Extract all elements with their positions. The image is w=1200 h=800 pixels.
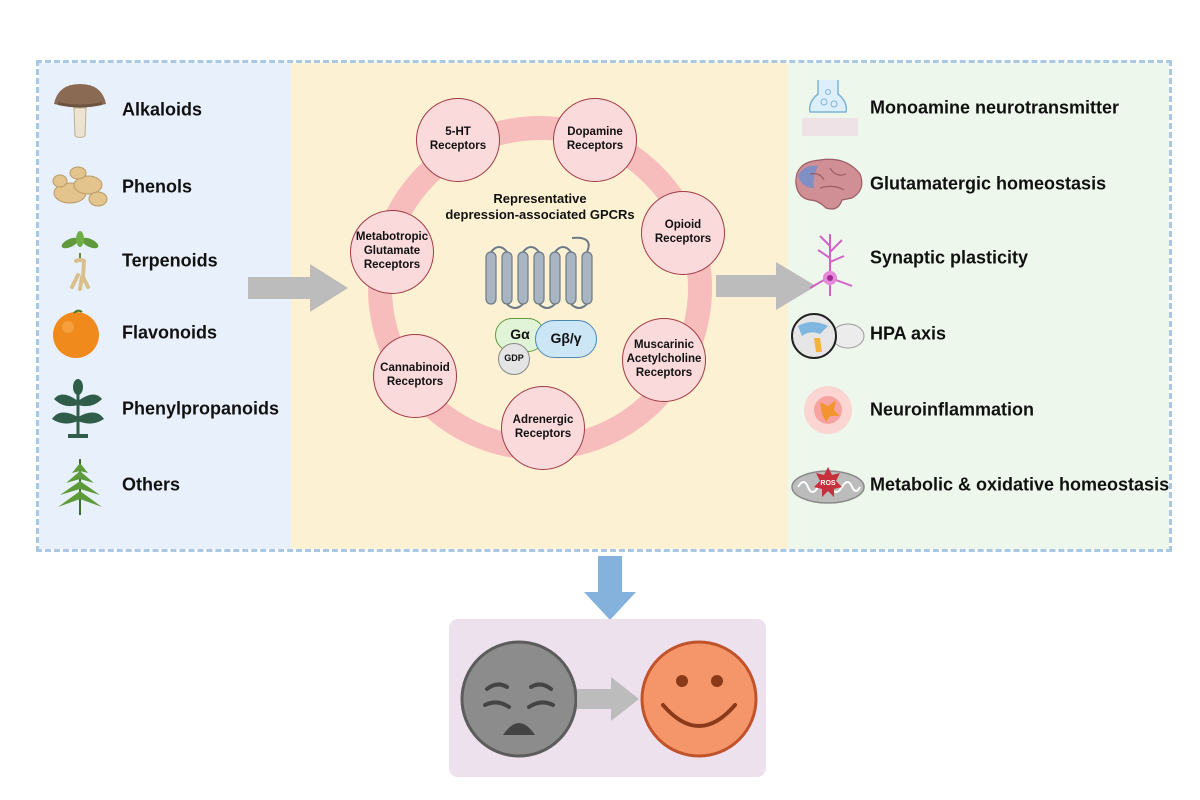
outcome-label: Neuroinflammation: [870, 399, 1035, 420]
outcome-hpa-axis: HPA axis: [790, 304, 1170, 364]
compound-label: Terpenoids: [122, 250, 218, 271]
outcome-label: Metabolic & oxidative homeostasis: [870, 474, 1170, 495]
outcome-label: Glutamatergic homeostasis: [870, 173, 1107, 194]
herb-icon: [48, 455, 112, 515]
outcome-label: HPA axis: [870, 323, 947, 344]
hpa-axis-icon: [790, 304, 866, 364]
arrow-right-icon: [577, 677, 639, 721]
gpcr-title: Representative depression-associated GPC…: [445, 191, 635, 223]
g-alpha-label: Gα: [510, 326, 530, 342]
compound-label: Phenols: [122, 176, 193, 197]
receptor-metabotropic-glutamate: Metabotropic Glutamate Receptors: [350, 210, 434, 294]
outcome-label: Monoamine neurotransmitter: [870, 97, 1120, 118]
plant-icon: [48, 379, 112, 439]
arrow-gpcrs-to-outcomes: [716, 262, 816, 310]
brain-icon: [790, 154, 866, 214]
compound-alkaloids: Alkaloids: [40, 80, 290, 140]
receptor-5ht: 5-HT Receptors: [416, 98, 500, 182]
ginger-root-icon: [48, 157, 112, 217]
gpcr-transmembrane-icon: [485, 236, 593, 309]
mushroom-icon: [48, 80, 112, 140]
g-beta-gamma-subunit: Gβ/γ: [535, 320, 597, 358]
ginseng-icon: [48, 231, 112, 291]
compound-terpenoids: Terpenoids: [40, 231, 290, 291]
arrow-down-to-outcome: [584, 556, 636, 620]
receptor-adrenergic: Adrenergic Receptors: [501, 386, 585, 470]
outcome-synaptic-plasticity: Synaptic plasticity: [790, 228, 1170, 296]
compound-others: Others: [40, 455, 290, 515]
outcome-neuroinflammation: Neuroinflammation: [790, 380, 1170, 440]
compound-label: Alkaloids: [122, 99, 203, 120]
synapse-icon: [790, 78, 866, 138]
inflammation-icon: [790, 380, 866, 440]
outcome-label: Synaptic plasticity: [870, 247, 1029, 268]
receptor-opioid: Opioid Receptors: [641, 191, 725, 275]
ros-badge: ROS: [820, 480, 836, 487]
receptor-cannabinoid: Cannabinoid Receptors: [373, 334, 457, 418]
neuron-icon: [790, 228, 866, 296]
mood-faces: [460, 640, 758, 758]
mitochondrion-icon: ROS: [790, 455, 866, 515]
gdp-label: GDP: [504, 353, 524, 363]
outcome-glutamatergic: Glutamatergic homeostasis: [790, 154, 1170, 214]
compound-flavonoids: Flavonoids: [40, 303, 290, 363]
orange-icon: [48, 303, 112, 363]
compound-phenylpropanoids: Phenylpropanoids: [40, 379, 290, 439]
sad-face-icon: [460, 640, 578, 758]
compound-label: Phenylpropanoids: [122, 398, 280, 419]
compound-label: Others: [122, 474, 181, 495]
dashed-frame: [36, 60, 1172, 552]
outcomes-panel: [788, 63, 1169, 549]
compound-label: Flavonoids: [122, 322, 218, 343]
receptor-muscarinic-acetylcholine: Muscarinic Acetylcholine Receptors: [622, 318, 706, 402]
outcome-metabolic-oxidative: ROS Metabolic & oxidative homeostasis: [790, 455, 1170, 515]
outcome-monoamine: Monoamine neurotransmitter: [790, 78, 1170, 138]
g-beta-gamma-label: Gβ/γ: [550, 330, 582, 346]
gdp-molecule: GDP: [498, 343, 530, 375]
happy-face-icon: [640, 640, 758, 758]
arrow-compounds-to-gpcrs: [248, 264, 348, 312]
receptor-dopamine: Dopamine Receptors: [553, 98, 637, 182]
compound-phenols: Phenols: [40, 157, 290, 217]
